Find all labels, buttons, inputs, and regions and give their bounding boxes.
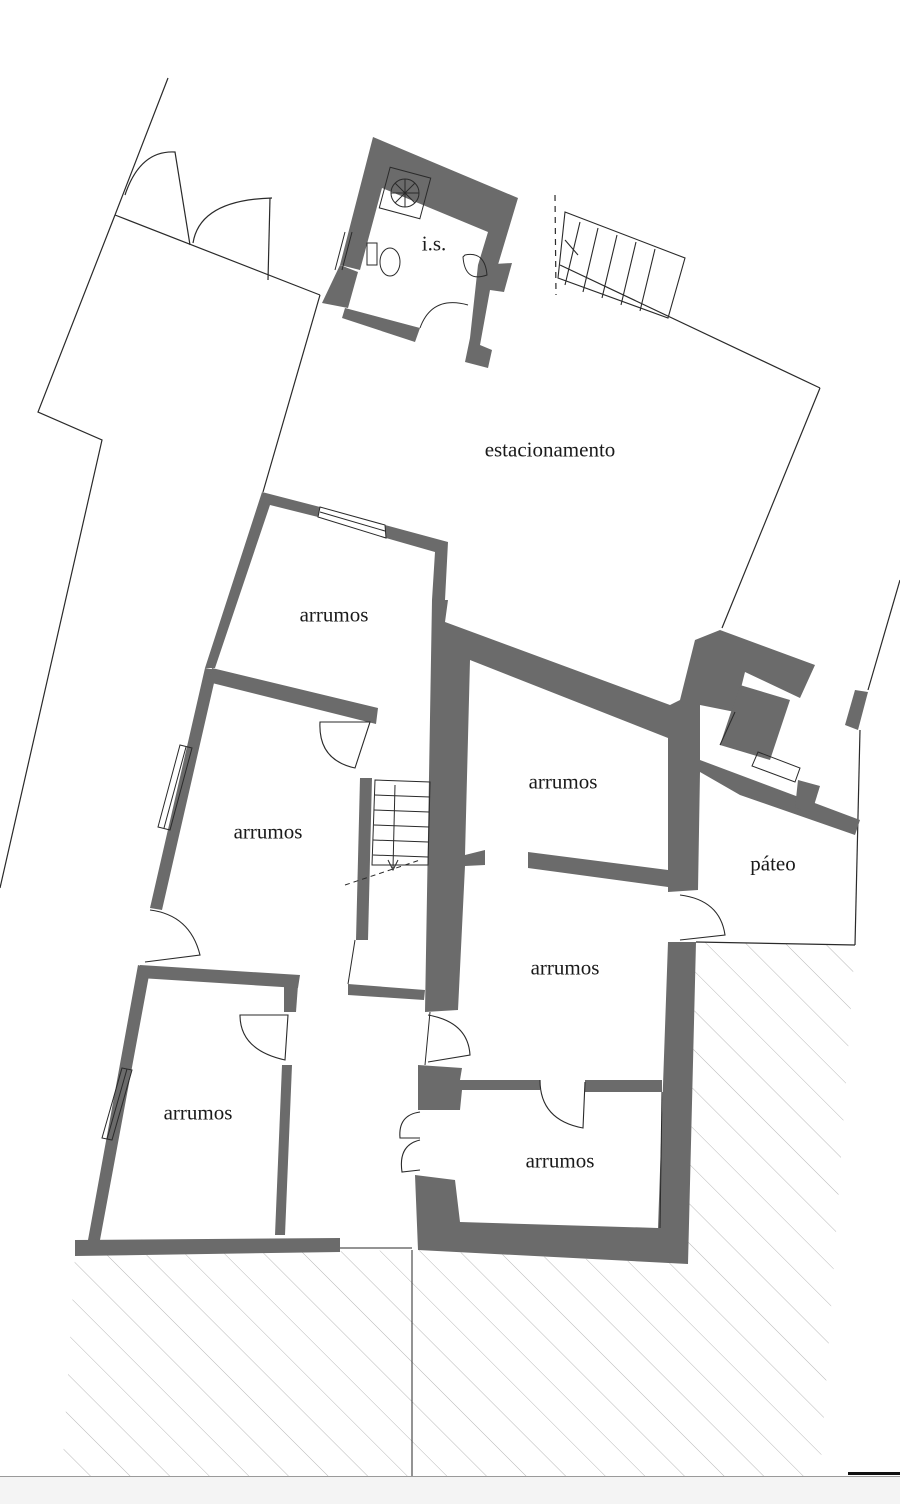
- windows: [101, 506, 801, 1141]
- room-label-storage-top-left: arrumos: [299, 602, 369, 627]
- hatch-bottom-left: [62, 1250, 412, 1476]
- hatch-bottom-right: [412, 942, 855, 1476]
- room-label-storage-top-right: arrumos: [528, 769, 598, 794]
- doors: [144, 721, 726, 1173]
- room-label-storage-mid-right: arrumos: [530, 955, 600, 980]
- staircase-upper: [557, 211, 686, 319]
- room-label-storage-bottom-left: arrumos: [163, 1100, 233, 1125]
- hatched-areas: [62, 942, 855, 1476]
- room-label-storage-bottom-right: arrumos: [525, 1148, 595, 1173]
- bathroom-walls: [322, 137, 518, 368]
- staircase-interior: [344, 779, 431, 886]
- room-label-parking: estacionamento: [484, 437, 616, 462]
- room-label-wc: i.s.: [421, 231, 447, 256]
- bottom-strip: [0, 1476, 900, 1504]
- corner-mark: [848, 1472, 900, 1475]
- room-label-storage-mid-left: arrumos: [233, 819, 303, 844]
- site-lines: [0, 77, 900, 946]
- bathroom-fixtures: [334, 166, 488, 329]
- room-outlines: [340, 711, 736, 1249]
- building-walls: [75, 492, 868, 1264]
- entrance-double-door: [124, 151, 273, 246]
- room-label-patio: páteo: [750, 851, 796, 876]
